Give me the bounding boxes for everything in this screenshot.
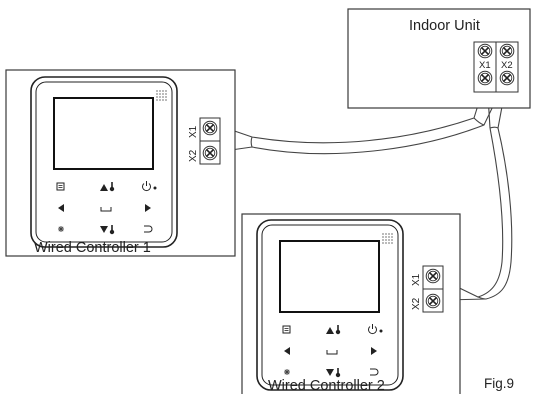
indoor-terminal-x2-label: X2 (501, 60, 513, 71)
indoor-terminal-block: X1 X2 (473, 41, 519, 93)
controller-1-x1-label: X1 (188, 125, 199, 138)
wired-controller-1: Wired Controller 1 X1 X2 (5, 69, 236, 257)
controller-2-x1-label: X1 (411, 273, 422, 286)
indoor-unit: Indoor Unit X1 X2 (347, 8, 531, 109)
figure-label: Fig.9 (484, 376, 514, 391)
indoor-terminal-screw-x2-top (499, 43, 515, 59)
controller-1-terminal-block: X1 X2 (188, 117, 221, 165)
controller-1-screw-x1 (202, 120, 218, 136)
controller-1-screw-x2 (202, 145, 218, 161)
controller-2-label: Wired Controller 2 (268, 378, 385, 394)
wired-controller-2: Wired Controller 2 X1 X2 (241, 213, 461, 394)
indoor-terminal-screw-x2-bottom (499, 70, 515, 86)
controller-2-terminal-block: X1 X2 (411, 265, 444, 313)
indoor-terminal-screw-x1-bottom (477, 70, 493, 86)
controller-2-panel (256, 219, 404, 391)
cable-controller-1-to-indoor (216, 72, 508, 155)
controller-2-screw-x1 (425, 268, 441, 284)
controller-2-x2-label: X2 (411, 297, 422, 310)
indoor-terminal-screw-x1-top (477, 43, 493, 59)
controller-1-label: Wired Controller 1 (34, 240, 151, 256)
indoor-unit-label: Indoor Unit (409, 18, 480, 34)
controller-1-x2-label: X2 (188, 149, 199, 162)
controller-1-panel (30, 76, 178, 248)
controller-2-screw-x2 (425, 293, 441, 309)
indoor-terminal-x1-label: X1 (479, 60, 491, 71)
